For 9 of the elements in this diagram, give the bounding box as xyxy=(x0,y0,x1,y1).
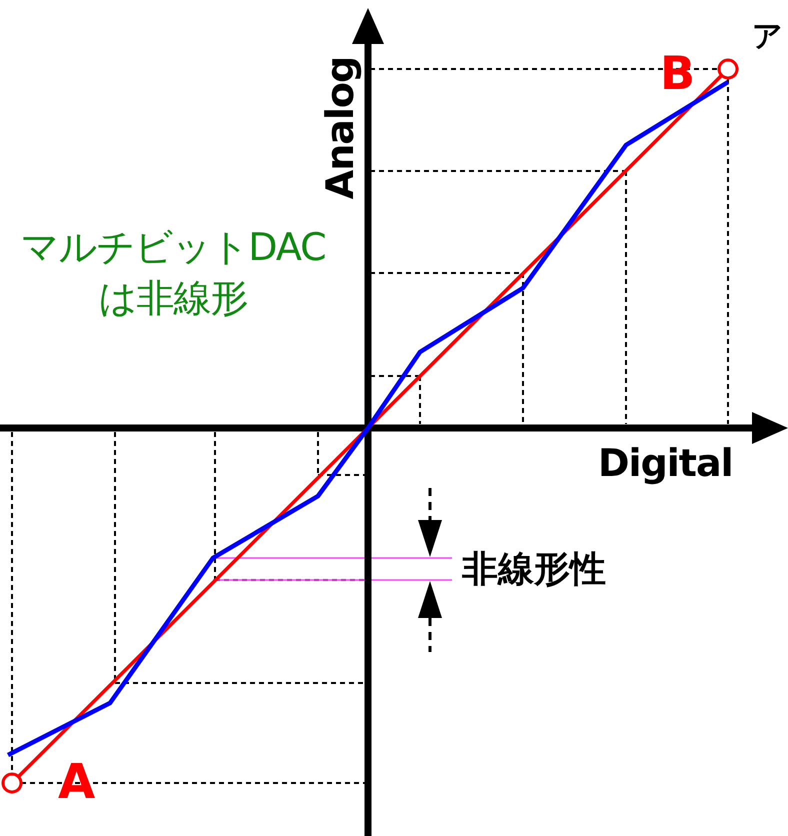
dimension-label: 非線形性 xyxy=(462,552,606,588)
endpoint-marker xyxy=(2,772,22,794)
axis-label: ア xyxy=(752,22,783,52)
axis-label: Analog xyxy=(321,56,359,200)
axis-label: Digital xyxy=(598,444,733,482)
point-label: B xyxy=(660,50,696,96)
point-label: A xyxy=(58,758,96,806)
endpoint-marker xyxy=(718,58,738,80)
annotation-text: マルチビットDACは非線形 xyxy=(19,224,327,322)
